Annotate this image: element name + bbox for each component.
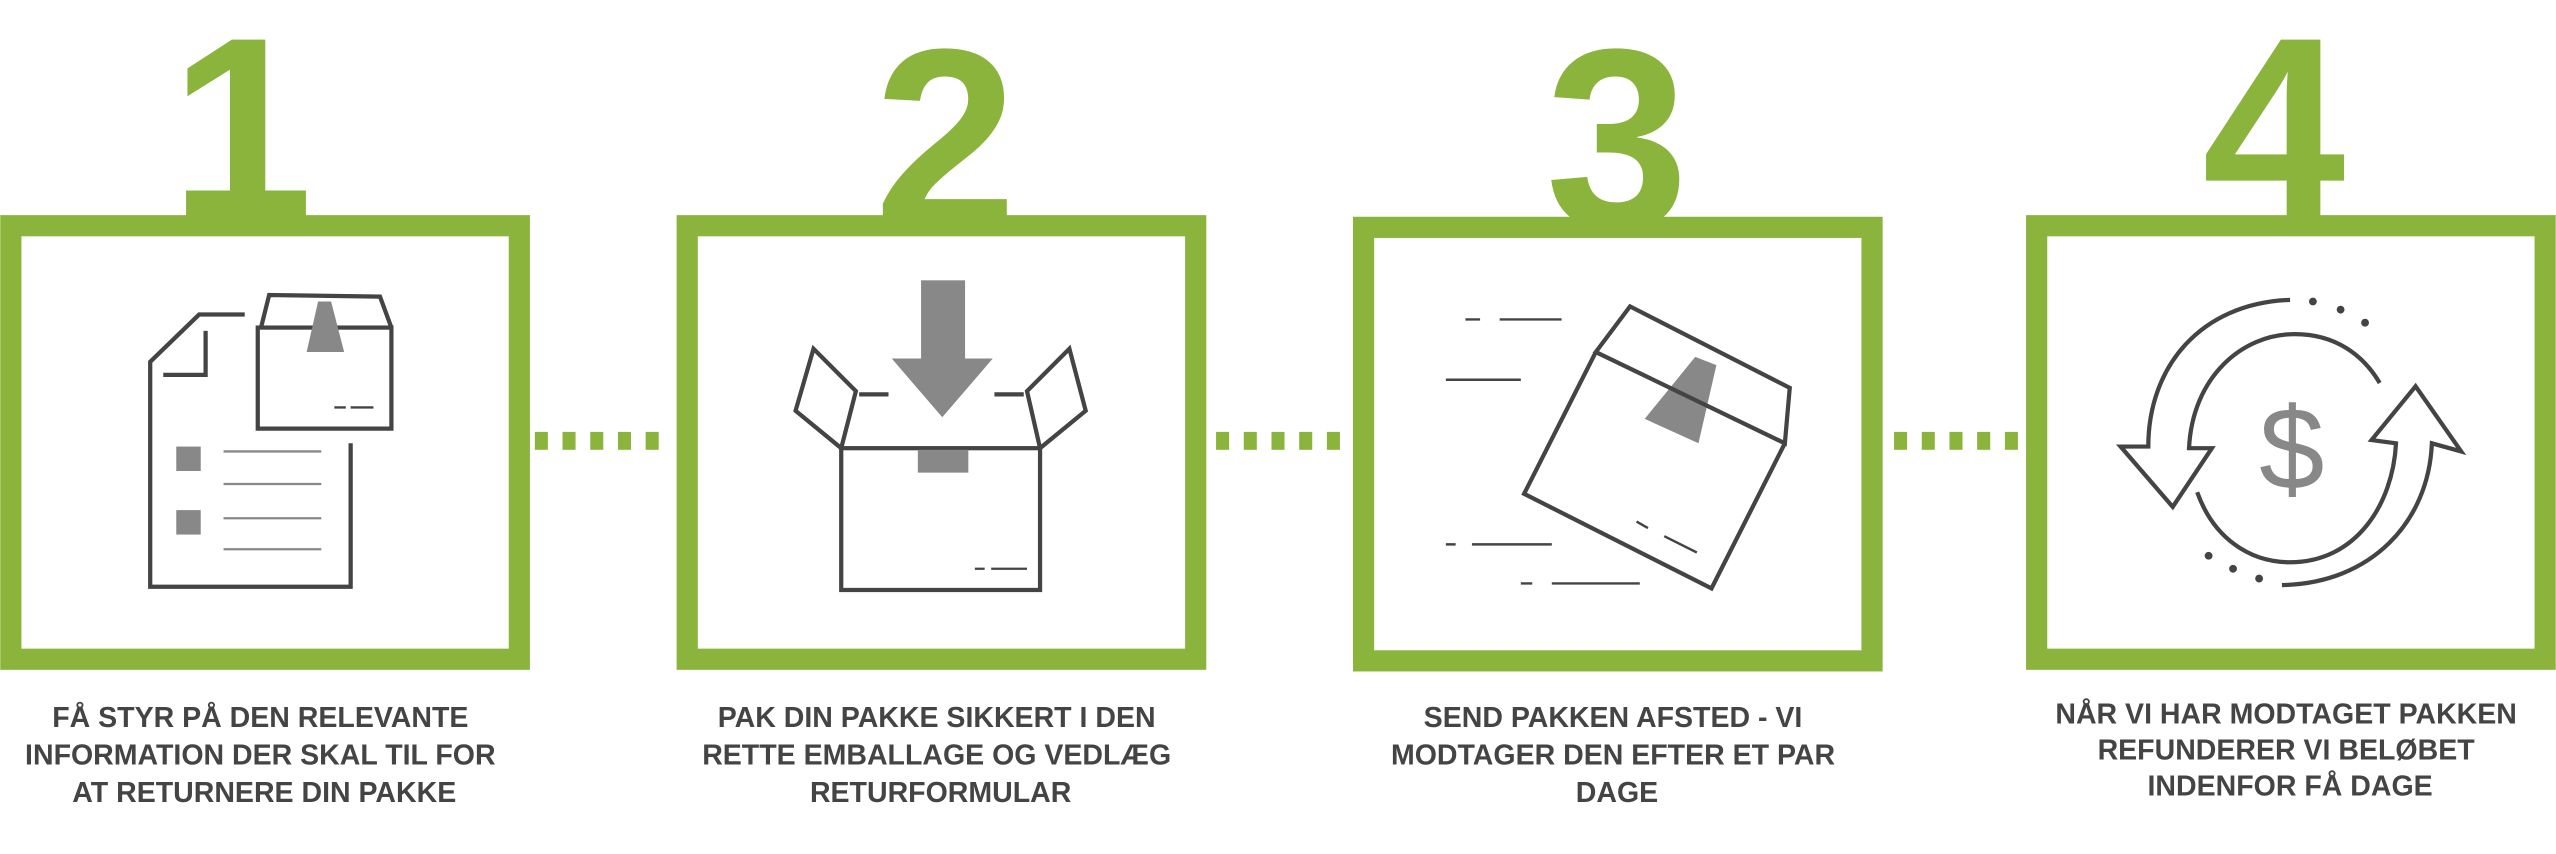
connector-2-3 xyxy=(1216,431,1340,450)
step-3-caption: SEND PAKKEN AFSTED - VI MODTAGER DEN EFT… xyxy=(1391,702,1843,809)
step-3-frame xyxy=(1352,216,1883,672)
refund-dollar-icon: $ xyxy=(2115,297,2467,588)
document-and-package-icon xyxy=(148,292,394,589)
connector-3-4 xyxy=(1894,431,2018,450)
step-2-caption: PAK DIN PAKKE SIKKERT I DEN RETTE EMBALL… xyxy=(702,702,1179,809)
shipping-box-icon xyxy=(1445,303,1792,592)
connector-1-2 xyxy=(534,431,659,450)
pack-box-icon xyxy=(793,280,1089,593)
step-4-frame xyxy=(2026,215,2556,670)
dollar-icon: $ xyxy=(2259,383,2324,514)
step-1-caption: FÅ STYR PÅ DEN RELEVANTE INFORMATION DER… xyxy=(25,702,503,809)
step-1-frame xyxy=(0,215,530,670)
step-4-caption: NÅR VI HAR MODTAGET PAKKEN REFUNDERER VI… xyxy=(2055,699,2524,803)
